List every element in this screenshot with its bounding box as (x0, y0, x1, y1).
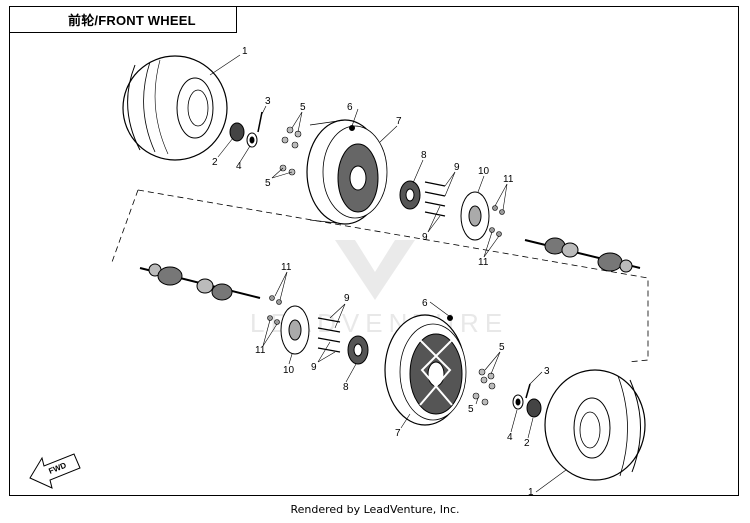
rim-upper (306, 119, 388, 225)
wheel-nuts-lower (472, 368, 496, 406)
callout-nut: 4 (236, 161, 242, 172)
rim-lower (384, 314, 467, 426)
callout-nut: 4 (507, 432, 513, 443)
disc-bolts-lower (267, 295, 282, 325)
callout-valve: 6 (347, 102, 353, 113)
assembly-outline-left (111, 189, 139, 263)
callout-wheel-nuts: 5 (468, 404, 474, 415)
callout-pin: 3 (544, 366, 550, 377)
callout-stud: 9 (311, 362, 317, 373)
callout-brake-disc: 10 (283, 365, 295, 376)
leader-lines (209, 54, 567, 493)
lug-nut-lower (512, 383, 542, 418)
hub-studs-lower (317, 317, 341, 353)
drive-axle-upper (524, 237, 641, 273)
brake-disc-upper (460, 191, 490, 241)
drive-axle-lower (139, 263, 261, 301)
callout-wheel-nuts: 5 (265, 178, 271, 189)
callout-tire: 1 (528, 487, 534, 498)
lug-nut-upper (229, 111, 263, 148)
hub-upper (399, 180, 421, 210)
callout-rim: 7 (395, 428, 401, 439)
callout-labels: 1 2 4 3 5 5 6 7 8 9 9 10 11 11 11 11 10 … (212, 46, 550, 498)
brake-disc-lower (280, 305, 310, 355)
callout-pin: 3 (265, 96, 271, 107)
wheel-nuts-upper (279, 126, 302, 176)
forward-arrow-icon: FWD (29, 453, 81, 489)
callout-wheel-nuts: 5 (300, 102, 306, 113)
callout-stud: 9 (454, 162, 460, 173)
disc-bolts-upper (489, 205, 505, 237)
diagram-frame (9, 6, 739, 496)
callout-disc-bolt: 11 (503, 174, 514, 185)
render-credit: Rendered by LeadVenture, Inc. (290, 503, 460, 516)
callout-wheel-nuts: 5 (499, 342, 505, 353)
callout-stud: 9 (422, 232, 428, 243)
callout-cap: 2 (524, 438, 530, 449)
tire-lower (544, 369, 646, 481)
callout-hub: 8 (421, 150, 427, 161)
hub-lower (347, 335, 369, 365)
callout-stud: 9 (344, 293, 350, 304)
callout-disc-bolt: 11 (255, 345, 266, 356)
callout-valve: 6 (422, 298, 428, 309)
callout-disc-bolt: 11 (478, 257, 489, 268)
title-box: 前轮/FRONT WHEEL (9, 6, 237, 33)
callout-hub: 8 (343, 382, 349, 393)
callout-disc-bolt: 11 (281, 262, 292, 273)
callout-tire: 1 (242, 46, 248, 57)
callout-rim: 7 (396, 116, 402, 127)
diagram-title: 前轮/FRONT WHEEL (68, 13, 196, 28)
tire-upper (122, 55, 228, 161)
callout-cap: 2 (212, 157, 218, 168)
hub-studs-upper (424, 181, 446, 217)
callout-brake-disc: 10 (478, 166, 490, 177)
